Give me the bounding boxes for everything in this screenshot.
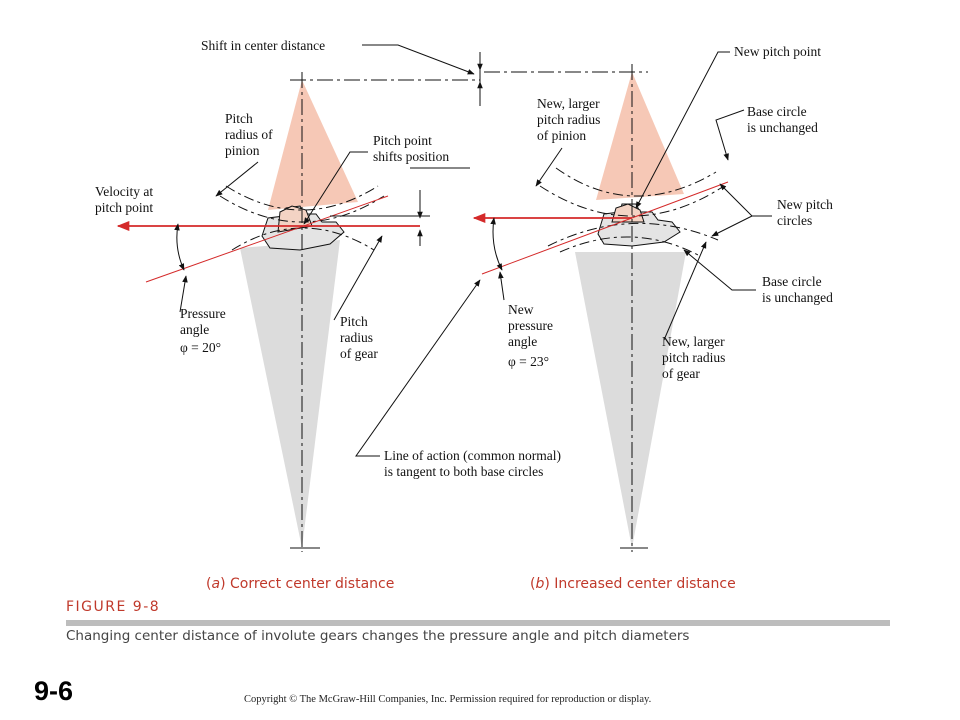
svg-text:pitch radius: pitch radius [662,350,725,365]
svg-text:of gear: of gear [662,366,700,381]
label-new-pitch-circles: New pitch circles [777,197,833,228]
svg-text:Pitch: Pitch [340,314,368,329]
copyright-notice: Copyright © The McGraw-Hill Companies, I… [244,694,652,705]
svg-text:pressure: pressure [508,318,553,333]
svg-text:φ = 23°: φ = 23° [508,354,549,369]
leader-new-pitch-point [635,51,730,209]
pinion-cone-b [596,72,684,200]
svg-text:is unchanged: is unchanged [747,120,818,135]
leader-line-of-action [355,279,481,457]
pinion-pitch-circle-b [539,185,725,217]
svg-text:Velocity at: Velocity at [95,184,153,199]
pressure-angle-arc-a [174,223,185,271]
svg-text:Base circle: Base circle [762,274,822,289]
label-pressure-angle: Pressure angle φ = 20° [180,306,226,355]
svg-text:is unchanged: is unchanged [762,290,833,305]
leader-new-pitch-circles-2 [711,215,753,237]
leader-pitch-radius-gear [333,235,383,321]
gear-pitch-circle-b [547,222,719,247]
figure-caption: Changing center distance of involute gea… [66,628,690,644]
label-base-circle-top: Base circle is unchanged [747,104,818,135]
svg-text:Base circle: Base circle [747,104,807,119]
leader-pressure-angle [179,275,188,313]
pressure-angle-arc-b [490,217,503,271]
label-pitch-point-shifts: Pitch point shifts position [373,133,449,164]
leader-base-circle-top [715,109,745,161]
caption-panel-b: (b) Increased center distance [530,576,736,592]
svg-text:φ = 20°: φ = 20° [180,340,221,355]
pinion-pitch-circle-a [219,195,385,223]
svg-text:circles: circles [777,213,812,228]
pinion-cone-a [268,80,358,210]
svg-text:Pitch point: Pitch point [373,133,432,148]
slide-number: 9-6 [34,676,74,706]
line-of-action-b [481,181,729,275]
svg-text:Line of action (common normal): Line of action (common normal) [384,448,561,463]
svg-text:shifts position: shifts position [373,149,449,164]
pinion-base-circle-a [225,185,379,211]
label-new-larger-gear: New, larger pitch radius of gear [662,334,725,381]
line-of-action-a [145,195,389,283]
svg-text:New: New [508,302,534,317]
leader-pitch-point-shifts [303,151,368,225]
gear-pitch-circle-a [231,227,375,251]
svg-text:angle: angle [180,322,209,337]
svg-text:of pinion: of pinion [537,128,586,143]
svg-text:New pitch: New pitch [777,197,833,212]
label-new-pitch-point: New pitch point [734,44,821,59]
leader-new-larger-pinion [535,147,563,187]
figure-title: FIGURE 9-8 [66,599,161,615]
pinion-base-circle-b [555,167,717,197]
leader-new-pressure-angle [498,271,505,301]
gear-base-circle-b [559,236,701,257]
gear-cone-a [240,240,340,548]
label-line-of-action: Line of action (common normal) is tangen… [384,448,561,479]
leader-new-larger-gear [663,241,707,341]
svg-text:angle: angle [508,334,537,349]
label-pitch-radius-gear: Pitch radius of gear [340,314,378,361]
label-shift-center-distance: Shift in center distance [201,38,325,53]
svg-text:New, larger: New, larger [662,334,725,349]
leader-new-pitch-circles-1 [719,183,772,217]
leader-base-circle-bottom [683,249,756,291]
svg-text:radius of: radius of [225,127,273,142]
svg-text:of gear: of gear [340,346,378,361]
label-base-circle-bottom: Base circle is unchanged [762,274,833,305]
caption-panel-a: (a) Correct center distance [206,576,394,592]
svg-text:Pressure: Pressure [180,306,226,321]
figure-divider [66,620,890,626]
panel-a [116,72,480,552]
label-pitch-radius-pinion: Pitch radius of pinion [225,111,273,158]
label-velocity-pitch-point: Velocity at pitch point [95,184,153,215]
svg-text:Pitch: Pitch [225,111,253,126]
svg-text:pitch radius: pitch radius [537,112,600,127]
label-new-larger-pinion: New, larger pitch radius of pinion [537,96,600,143]
svg-text:radius: radius [340,330,373,345]
svg-text:pinion: pinion [225,143,260,158]
svg-text:is tangent to both base circle: is tangent to both base circles [384,464,543,479]
gear-cone-b [575,252,686,548]
svg-text:New, larger: New, larger [537,96,600,111]
leader-pitch-radius-pinion [215,161,259,197]
svg-text:pitch point: pitch point [95,200,153,215]
leader-shift-center [362,44,475,75]
label-new-pressure-angle: New pressure angle φ = 23° [508,302,553,369]
